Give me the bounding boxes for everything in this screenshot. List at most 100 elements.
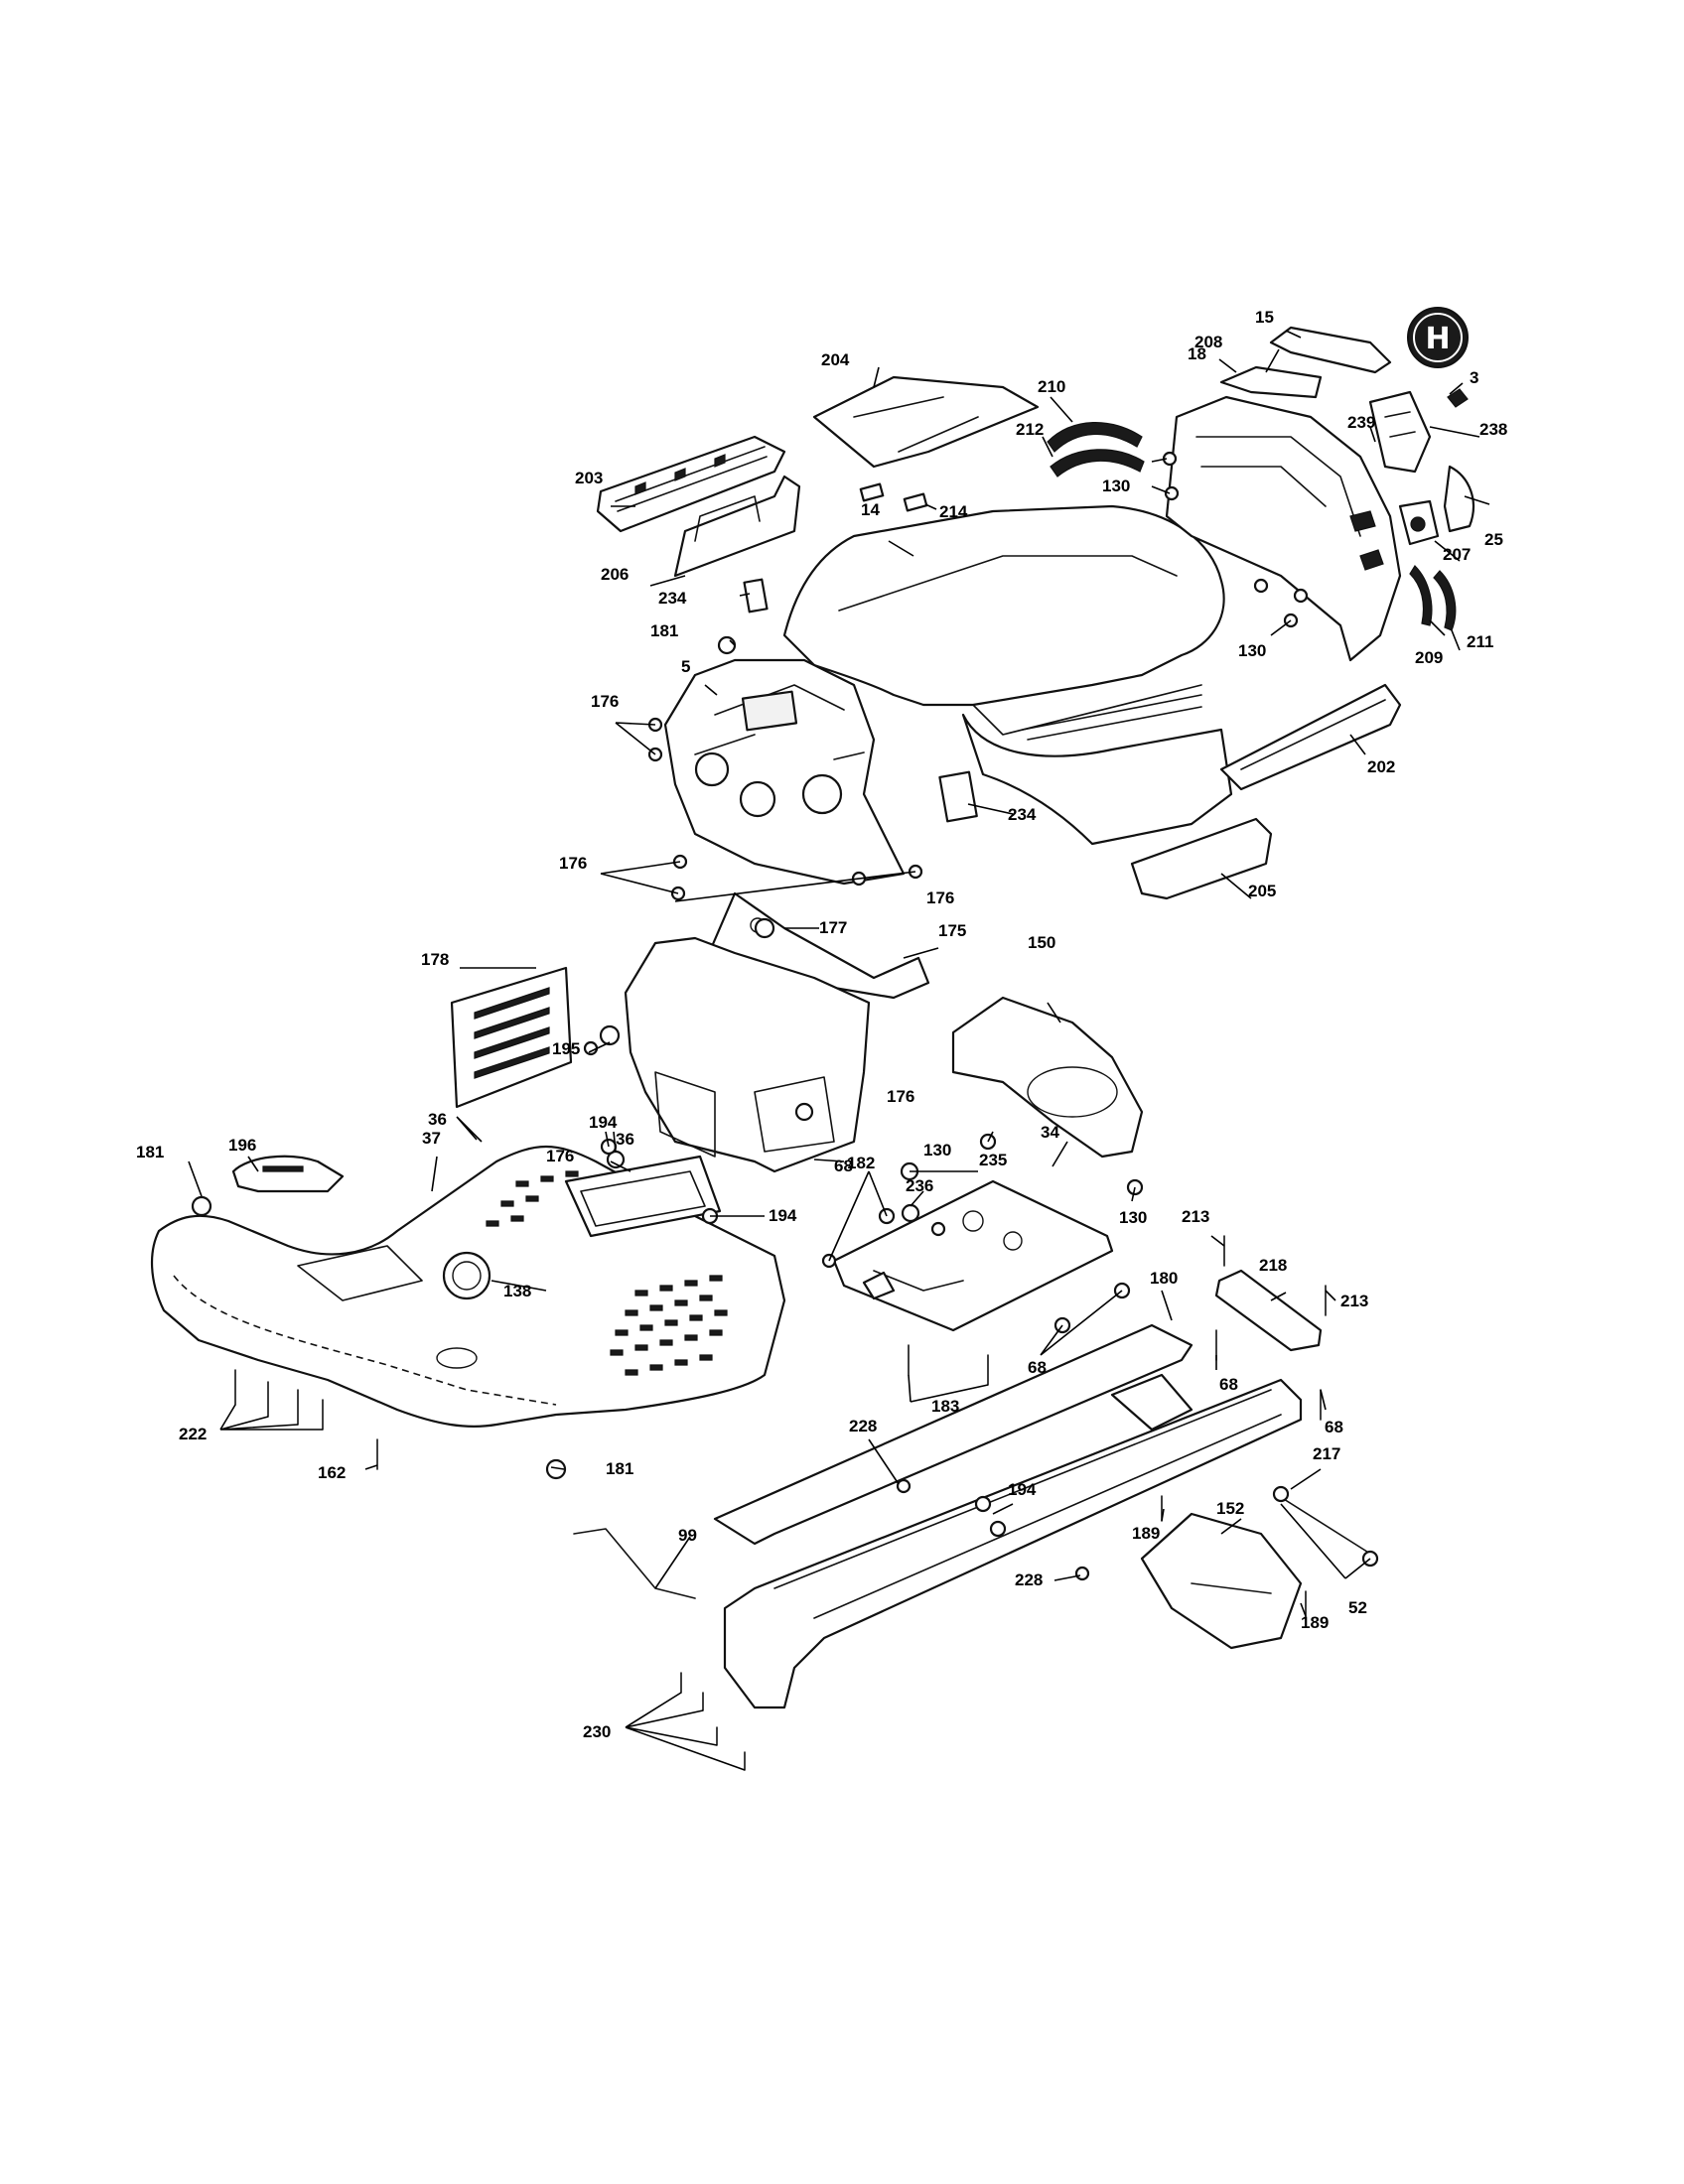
callout-175: 175 <box>938 921 966 940</box>
bolts-part-183 <box>908 1344 989 1386</box>
callout-5: 5 <box>681 657 690 676</box>
callout-234-top: 234 <box>658 589 687 608</box>
callout-180: 180 <box>1150 1269 1178 1288</box>
mount-plate-part-34 <box>832 1179 1114 1332</box>
nut-part-236 <box>901 1203 920 1223</box>
side-panel-part-234b <box>938 770 978 823</box>
callout-181-top: 181 <box>650 621 678 640</box>
callout-194-frame: 194 <box>1008 1480 1037 1499</box>
callout-230: 230 <box>583 1722 611 1741</box>
callout-68-left: 68 <box>834 1157 853 1175</box>
callout-150: 150 <box>1028 933 1055 952</box>
callout-138: 138 <box>503 1282 531 1300</box>
callout-130-upper: 130 <box>1102 477 1130 495</box>
body-panel-part-37 <box>151 1146 786 1428</box>
fastener-part-181-top <box>717 635 737 655</box>
cover-part-196 <box>231 1155 345 1193</box>
callout-214: 214 <box>939 502 968 521</box>
callout-222: 222 <box>179 1425 207 1443</box>
vent-plate-part-178 <box>450 966 573 1109</box>
callout-130-hood: 130 <box>1238 641 1266 660</box>
callout-181-left: 181 <box>136 1143 164 1161</box>
callout-130-tube-right: 130 <box>1119 1208 1147 1227</box>
hood-clips-part-214 <box>859 482 928 512</box>
callout-176-dash: 176 <box>926 888 954 907</box>
callout-176-mid: 176 <box>559 854 587 873</box>
callout-183: 183 <box>931 1397 959 1416</box>
fastener-part-181-left <box>191 1195 212 1217</box>
headlight-lens-part-212 <box>1050 449 1145 478</box>
screws-part-222 <box>234 1369 324 1431</box>
callout-213-top: 213 <box>1182 1207 1209 1226</box>
callout-218: 218 <box>1259 1256 1287 1275</box>
trim-cap-part-25 <box>1443 465 1474 533</box>
dash-console-part-182 <box>624 936 871 1173</box>
callout-3: 3 <box>1470 368 1478 387</box>
callout-236: 236 <box>906 1176 933 1195</box>
callout-228-top: 228 <box>849 1417 877 1435</box>
callout-177: 177 <box>819 918 847 937</box>
callout-176-console-right: 176 <box>887 1087 914 1106</box>
fastener-part-181-bottom <box>545 1458 567 1480</box>
hood-rear-panel-part-234a <box>743 578 769 614</box>
callout-203: 203 <box>575 469 603 487</box>
callout-204: 204 <box>821 350 850 369</box>
callout-15: 15 <box>1255 308 1274 327</box>
light-part-207 <box>1398 499 1440 546</box>
plate-part-218 <box>1214 1269 1323 1352</box>
callout-68-plate: 68 <box>1028 1358 1047 1377</box>
front-bumper-part-202 <box>1219 683 1402 791</box>
callout-210: 210 <box>1038 377 1065 396</box>
callout-194-mid: 194 <box>769 1206 797 1225</box>
headlight-housing-part-18 <box>1165 395 1402 662</box>
callout-206: 206 <box>601 565 629 584</box>
dash-panel-part-5 <box>663 658 906 886</box>
bracket-clip-part-177 <box>754 917 775 939</box>
emblem-plate-part-238 <box>1368 390 1432 474</box>
nuts-part-194-lower <box>974 1495 1007 1538</box>
callout-211: 211 <box>1467 632 1493 651</box>
shift-rod-part-99 <box>573 1528 696 1599</box>
callout-36-mid: 36 <box>616 1130 634 1149</box>
callout-52: 52 <box>1348 1598 1367 1617</box>
callout-207: 207 <box>1443 545 1471 564</box>
leader-lines <box>188 330 1490 1771</box>
callout-208: 208 <box>1194 333 1222 351</box>
headlight-trim-part-208 <box>1219 365 1323 399</box>
front-panel-part-205 <box>1130 817 1273 900</box>
callout-68-right-upper: 68 <box>1219 1375 1238 1394</box>
logo-letter: H <box>1425 322 1450 356</box>
tube-part-150 <box>951 996 1144 1159</box>
grille-bracket-part-206 <box>673 475 801 578</box>
callout-202: 202 <box>1367 757 1395 776</box>
callout-176-top: 176 <box>591 692 619 711</box>
callout-68-right-lower: 68 <box>1325 1418 1343 1436</box>
callout-235: 235 <box>979 1151 1007 1169</box>
front-grille-part-203 <box>596 435 786 533</box>
callout-182: 182 <box>847 1154 875 1172</box>
callout-37: 37 <box>422 1129 441 1148</box>
callout-234-mid: 234 <box>1008 805 1037 824</box>
callout-labels: 3 5 14 15 18 25 34 36 36 37 52 68 68 68 … <box>136 308 1507 1741</box>
rod-part-217 <box>1275 1493 1371 1555</box>
callout-176-console-left: 176 <box>546 1147 574 1165</box>
grommet-part-195 <box>599 1024 621 1046</box>
guard-part-152 <box>1140 1512 1303 1650</box>
hood-shell-part-14 <box>782 504 1233 846</box>
callout-213-right: 213 <box>1340 1292 1368 1310</box>
callout-152: 152 <box>1216 1499 1244 1518</box>
callout-238: 238 <box>1479 420 1507 439</box>
hood-top-panel-part-204 <box>812 375 1040 469</box>
callout-196: 196 <box>228 1136 256 1155</box>
emblem-part-3 <box>1447 388 1469 408</box>
callout-25: 25 <box>1484 530 1503 549</box>
husqvarna-crown-h-logo: H <box>1407 307 1469 368</box>
hood-strip-part-15 <box>1269 326 1392 374</box>
bolts-part-230 <box>680 1672 746 1771</box>
callout-239: 239 <box>1347 413 1375 432</box>
callout-217: 217 <box>1313 1444 1340 1463</box>
callout-212: 212 <box>1016 420 1044 439</box>
callout-18: 18 <box>1188 344 1206 363</box>
callout-181-bottom: 181 <box>606 1459 633 1478</box>
